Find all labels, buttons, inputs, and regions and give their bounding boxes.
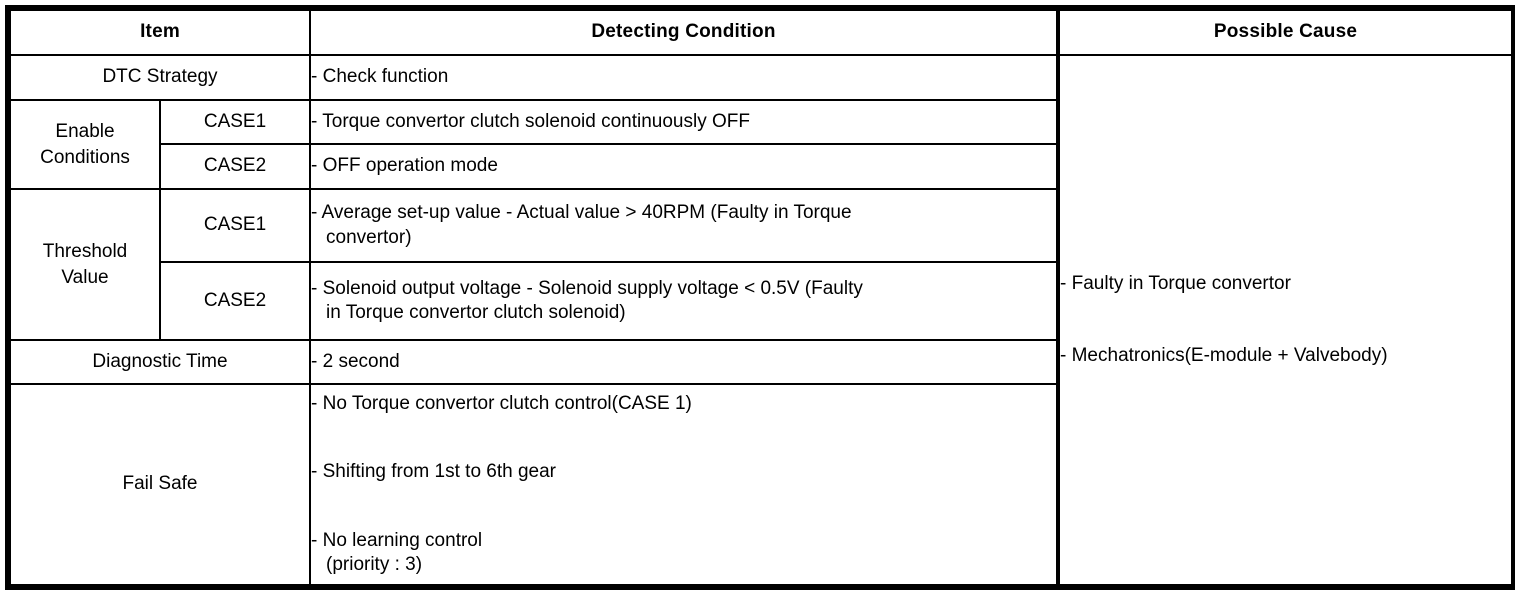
row-fail-safe: Fail Safe - No Torque convertor clutch c…	[9, 383, 1512, 586]
possible-cause-item-2: - Mechatronics(E-module + Valvebody)	[1060, 345, 1388, 366]
detect-threshold-case2: - Solenoid output voltage - Solenoid sup…	[309, 261, 1059, 341]
label-fail-safe: Fail Safe	[9, 383, 311, 586]
fail-safe-priority: (priority : 3)	[326, 553, 423, 575]
row-dtc-strategy: DTC Strategy - Check function - Faulty i…	[9, 54, 1513, 586]
possible-cause-item-1: - Faulty in Torque convertor	[1060, 272, 1291, 294]
label-enable-conditions-line1: Enable	[55, 120, 115, 142]
detect-threshold-case2-line1: - Solenoid output voltage - Solenoid sup…	[311, 277, 863, 299]
detect-threshold-case1-line1: - Average set-up value - Actual value > …	[311, 202, 852, 224]
row-threshold-value-case1: Threshold Value CASE1 - Average set-up v…	[9, 188, 1512, 341]
possible-cause-cell: - Faulty in Torque convertor - Mechatron…	[1056, 54, 1513, 586]
label-threshold-value-line2: Value	[61, 266, 109, 288]
label-dtc-strategy: DTC Strategy	[9, 54, 311, 101]
label-threshold-case2: CASE2	[159, 261, 311, 341]
fail-safe-item-3: - No learning control	[311, 529, 483, 551]
fail-safe-item-2: - Shifting from 1st to 6th gear	[311, 461, 557, 483]
label-enable-conditions-line2: Conditions	[40, 146, 130, 168]
label-threshold-case1: CASE1	[159, 188, 311, 263]
detect-enable-case1: - Torque convertor clutch solenoid conti…	[309, 99, 1059, 145]
header-item: Item	[9, 9, 311, 56]
detect-fail-safe: - No Torque convertor clutch control(CAS…	[309, 383, 1059, 586]
fail-safe-item-1: - No Torque convertor clutch control(CAS…	[311, 392, 692, 414]
detect-diagnostic-time: - 2 second	[309, 339, 1059, 385]
table-header-row: Item Detecting Condition Possible Cause	[9, 9, 1513, 56]
row-enable-conditions-case1: Enable Conditions CASE1 - Torque convert…	[9, 99, 1512, 190]
header-possible-cause: Possible Cause	[1056, 9, 1513, 56]
label-threshold-value: Threshold Value	[9, 188, 161, 341]
detect-dtc-strategy: - Check function	[309, 54, 1059, 101]
possible-cause-list: - Faulty in Torque convertor - Mechatron…	[1060, 272, 1511, 369]
row-diagnostic-time: Diagnostic Time - 2 second	[9, 339, 1512, 385]
table-grid: Item Detecting Condition Possible Cause …	[9, 9, 1513, 586]
header-detecting-condition: Detecting Condition	[309, 9, 1059, 56]
detect-enable-case2: - OFF operation mode	[309, 143, 1059, 190]
detect-threshold-case1: - Average set-up value - Actual value > …	[309, 188, 1059, 263]
detect-threshold-case1-line2: convertor)	[326, 226, 412, 248]
label-enable-case2: CASE2	[159, 143, 311, 190]
label-diagnostic-time: Diagnostic Time	[9, 339, 311, 385]
label-threshold-value-line1: Threshold	[42, 240, 128, 262]
dtc-diagnostic-table: Item Detecting Condition Possible Cause …	[5, 5, 1515, 590]
row-enable-conditions-case2: CASE2 - OFF operation mode	[10, 143, 1512, 190]
label-enable-case1: CASE1	[159, 99, 311, 145]
row-threshold-value-case2: CASE2 - Solenoid output voltage - Soleno…	[10, 261, 1512, 341]
detect-threshold-case2-line2: in Torque convertor clutch solenoid)	[326, 302, 626, 323]
label-enable-conditions: Enable Conditions	[9, 99, 161, 190]
